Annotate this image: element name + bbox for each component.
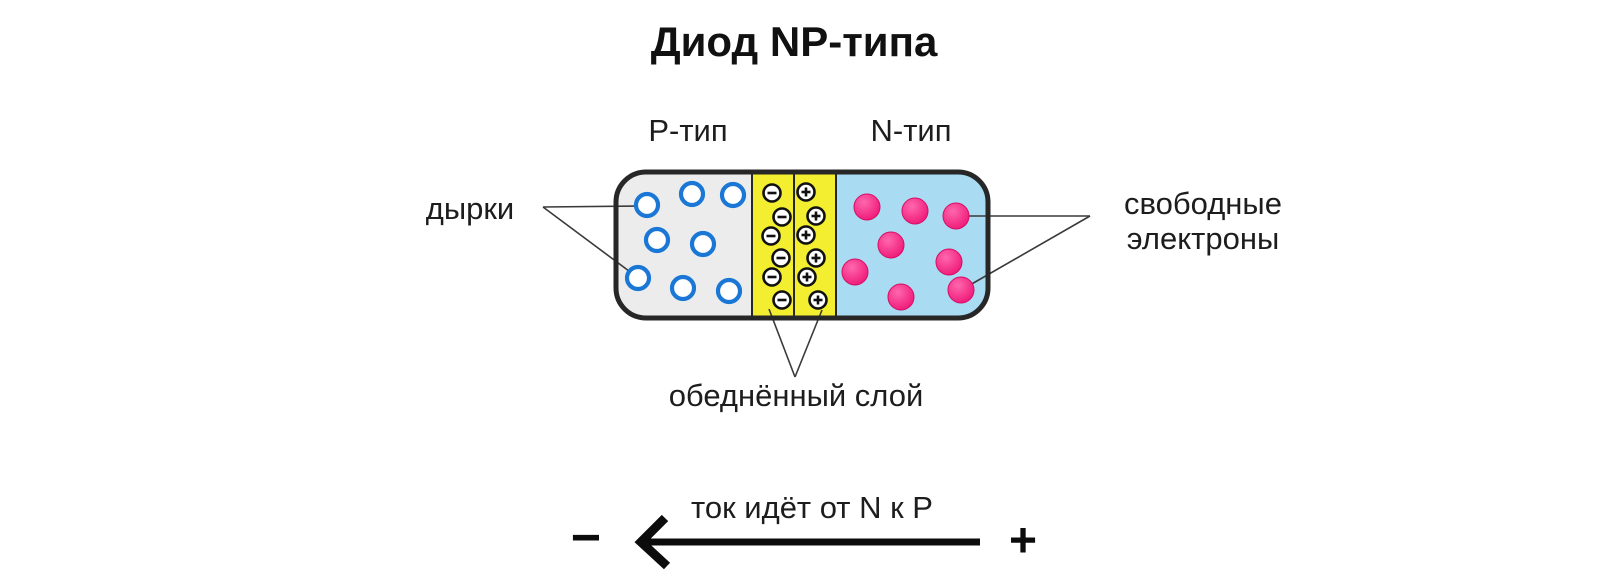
negative-ions-group [761,183,792,310]
label-depletion-layer: обеднённый слой [668,378,924,413]
positive-ion-icon [796,182,816,202]
positive-ion-icon [796,225,816,245]
hole-particle [715,277,743,305]
negative-ion-icon [761,226,781,246]
positive-ion-icon [808,290,828,310]
hole-particle [678,180,706,208]
label-current-direction: ток идёт от N к P [691,490,933,525]
diode-body-outline [613,169,991,321]
negative-ion-icon [772,290,792,310]
negative-ion-icon [771,248,791,268]
electron-particle [887,283,915,311]
electron-particle [853,193,881,221]
hole-particle [719,181,747,209]
positive-ion-icon [797,267,817,287]
negative-ion-icon [762,267,782,287]
hole-particle [669,274,697,302]
electron-particle [942,202,970,230]
hole-particle [624,264,652,292]
depletion-leader-right [794,309,823,378]
plus-terminal-sign: + [1008,514,1038,568]
electron-particle [947,276,975,304]
electron-particle [841,258,869,286]
depletion-dividers [751,172,837,318]
electron-particle [877,231,905,259]
hole-particle [633,191,661,219]
page-title: Диод NP-типа [650,18,938,65]
negative-ion-icon [762,183,782,203]
positive-ion-icon [806,206,826,226]
label-p-type: P-тип [648,113,728,148]
current-arrow [634,514,980,570]
label-holes: дырки [425,191,515,226]
electron-particle [901,197,929,225]
holes-leader-lines [542,205,646,278]
current-arrow-head [634,514,671,570]
electrons-leader-lines [957,215,1091,290]
positive-ions-group [796,182,828,310]
negative-ion-icon [772,207,792,227]
holes-leader-bottom [542,206,638,278]
label-free-electrons: свободные электроны [1124,186,1282,256]
positive-ion-icon [806,248,826,268]
minus-terminal-sign: − [570,509,602,567]
label-n-type: N-тип [870,113,952,148]
holes-leader-top [542,205,646,208]
holes-group [624,180,747,305]
electrons-leader-bottom [962,215,1091,290]
hole-particle [689,230,717,258]
electron-particle [935,248,963,276]
electrons-group [841,193,975,311]
hole-particle [643,226,671,254]
